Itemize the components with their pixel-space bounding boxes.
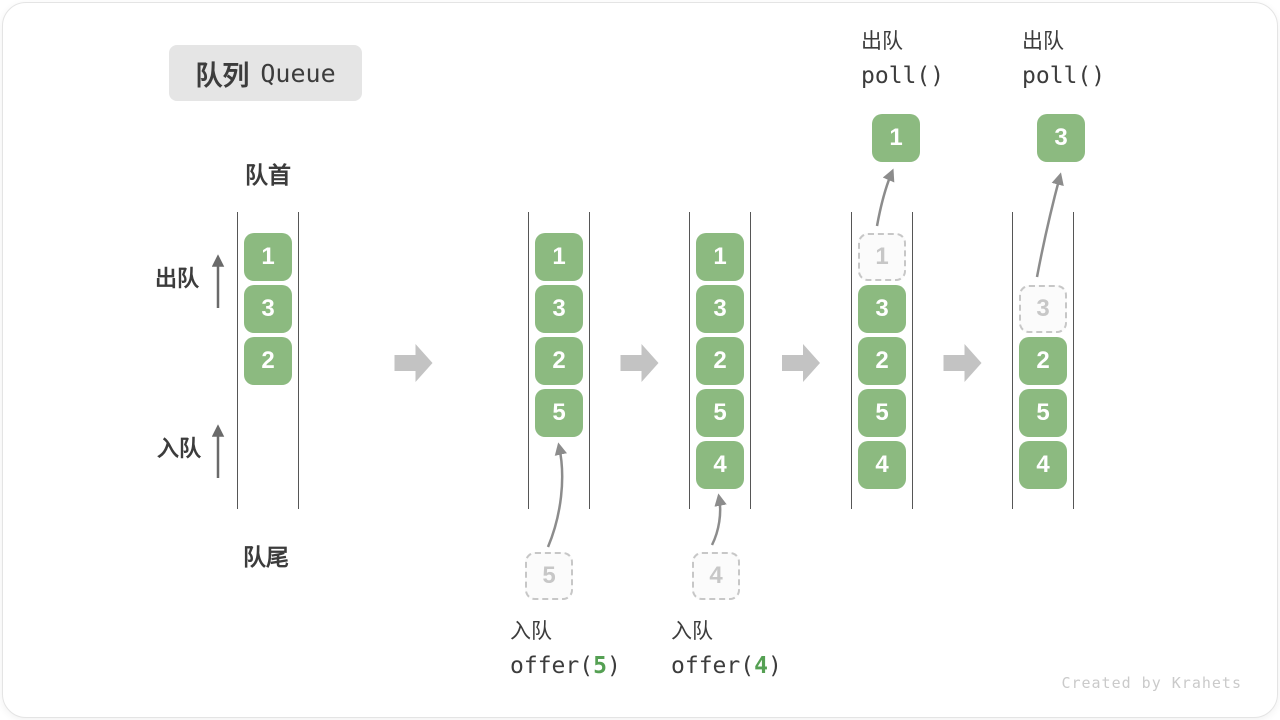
op-code-pre: offer( (671, 653, 755, 679)
slot-value: 5 (713, 399, 727, 426)
dequeue-label: 出队 (155, 266, 200, 291)
queue-rail-right (297, 212, 300, 509)
curve-arrow-icon (875, 168, 895, 227)
curve-arrow-icon (1035, 172, 1064, 278)
queue-box: 4 (696, 441, 744, 489)
op-code-arg: 5 (593, 653, 607, 679)
title-en: Queue (260, 58, 336, 88)
slot-value: 1 (552, 243, 566, 270)
slot-value: 5 (875, 399, 889, 426)
curve-arrow-icon (546, 442, 567, 548)
queue-box: 1 (244, 233, 292, 281)
slot-value: 1 (713, 243, 727, 270)
op-label-zh: 出队 (861, 30, 903, 53)
popped-box: 3 (1037, 114, 1085, 162)
slot-value: 2 (261, 347, 275, 374)
op-label-zh: 入队 (671, 620, 713, 643)
slot-value: 3 (552, 295, 566, 322)
slot-value: 3 (713, 295, 727, 322)
enqueue-op: 入队 offer(4) (671, 618, 782, 680)
slot-value: 4 (709, 562, 723, 589)
slot-value: 5 (542, 562, 556, 589)
flow-arrow-icon (782, 344, 820, 382)
slot-value: 3 (1036, 295, 1050, 322)
slot-value: 3 (1054, 124, 1068, 151)
slot-value: 3 (261, 295, 275, 322)
queue-box: 2 (858, 337, 906, 385)
incoming-box: 5 (525, 552, 573, 600)
flow-arrow-icon (394, 344, 433, 382)
slot-value: 4 (713, 451, 727, 478)
slot-value: 2 (1036, 347, 1050, 374)
flow-arrow-icon (620, 344, 659, 382)
op-code-post: ) (606, 653, 621, 679)
queue-rail-left (850, 212, 853, 509)
ghost-box: 1 (858, 233, 906, 281)
queue-front-label: 队首 (245, 162, 291, 188)
queue-box: 2 (1019, 337, 1067, 385)
slot-value: 5 (1036, 399, 1050, 426)
op-code-arg: 4 (754, 653, 768, 679)
incoming-box: 4 (692, 552, 740, 600)
queue-box: 1 (696, 233, 744, 281)
queue-rail-right (588, 212, 591, 509)
op-code: poll() (861, 63, 945, 89)
queue-box: 3 (858, 285, 906, 333)
slot-value: 1 (261, 243, 275, 270)
op-code-post: ) (767, 653, 782, 679)
slot-value: 2 (875, 347, 889, 374)
slot-value: 4 (875, 451, 889, 478)
queue-box: 2 (244, 337, 292, 385)
queue-box: 5 (858, 389, 906, 437)
op-code: offer(4) (671, 653, 782, 680)
watermark: Created by Krahets (1061, 674, 1242, 692)
queue-rear-label: 队尾 (243, 544, 289, 570)
queue-box: 2 (535, 337, 583, 385)
op-code: poll() (1022, 63, 1106, 89)
slot-value: 4 (1036, 451, 1050, 478)
queue-rail-left (236, 212, 239, 509)
queue-box: 3 (244, 285, 292, 333)
queue-box: 4 (1019, 441, 1067, 489)
slot-value: 1 (889, 124, 903, 151)
queue-box: 3 (535, 285, 583, 333)
queue-box: 2 (696, 337, 744, 385)
queue-rail-right (911, 212, 914, 509)
op-label-zh: 出队 (1022, 30, 1064, 53)
slot-value: 5 (552, 399, 566, 426)
dequeue-op: 出队 poll() (1022, 28, 1105, 90)
queue-box: 5 (535, 389, 583, 437)
queue-rail-left (688, 212, 691, 509)
op-code: offer(5) (510, 653, 621, 680)
queue-rail-left (1011, 212, 1014, 509)
queue-box: 1 (535, 233, 583, 281)
popped-box: 1 (872, 114, 920, 162)
slot-value: 3 (875, 295, 889, 322)
queue-box: 3 (696, 285, 744, 333)
enqueue-op: 入队 offer(5) (510, 618, 621, 680)
flow-arrow-icon (943, 344, 982, 382)
queue-box: 4 (858, 441, 906, 489)
queue-box: 5 (696, 389, 744, 437)
queue-box: 5 (1019, 389, 1067, 437)
slot-value: 2 (713, 347, 727, 374)
queue-rail-left (527, 212, 530, 509)
enqueue-label: 入队 (157, 436, 202, 461)
title-box: 队列 Queue (169, 45, 362, 101)
slot-value: 2 (552, 347, 566, 374)
op-code-pre: offer( (510, 653, 594, 679)
queue-rail-right (749, 212, 752, 509)
title-zh: 队列 (195, 60, 250, 91)
dequeue-op: 出队 poll() (861, 28, 944, 90)
op-label-zh: 入队 (510, 620, 552, 643)
queue-rail-right (1072, 212, 1075, 509)
curve-arrow-icon (710, 493, 727, 546)
slot-value: 1 (875, 243, 889, 270)
ghost-box: 3 (1019, 285, 1067, 333)
